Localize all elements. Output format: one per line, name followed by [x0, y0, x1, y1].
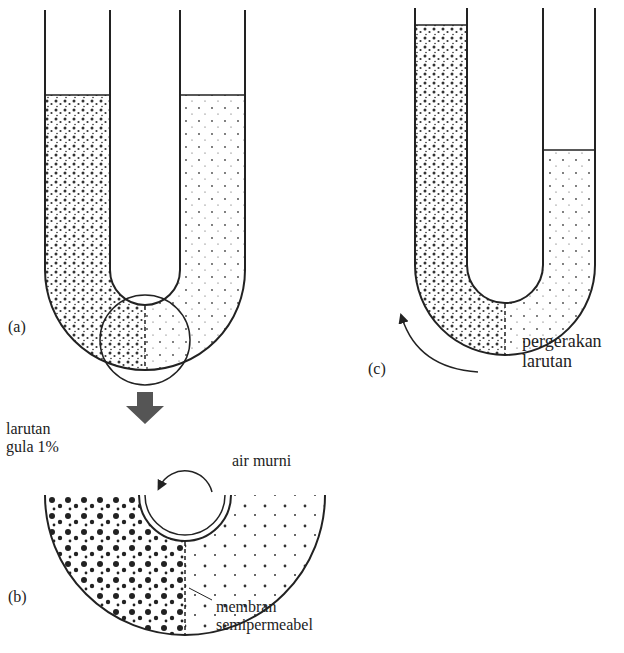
panel-letter: (c)	[368, 360, 386, 378]
fluid-level	[543, 149, 595, 151]
membrane	[504, 304, 506, 354]
sugar-solution	[415, 25, 505, 355]
tube-outer-wall	[45, 495, 325, 635]
membrane	[184, 542, 186, 634]
fluid-level	[415, 24, 467, 26]
zoom-view-b	[45, 471, 325, 635]
fluid-level	[180, 94, 245, 96]
u-tube-a	[45, 10, 245, 424]
u-tube-c	[402, 8, 595, 372]
solution-label: air murni	[232, 452, 291, 470]
fluid-level	[45, 94, 110, 96]
movement-arrow	[402, 318, 478, 372]
panel-letter: (a)	[8, 318, 26, 336]
sugar-solution	[45, 95, 145, 370]
tube-outer-wall	[45, 10, 245, 370]
tube-inner-wall	[467, 8, 543, 303]
movement-label: pergerakan larutan	[522, 332, 620, 372]
leader-line	[189, 588, 212, 600]
membrane	[144, 306, 146, 369]
pure-water	[505, 150, 595, 355]
membrane-label: membran semipermeabel	[216, 598, 336, 633]
tube-inner-wall	[145, 495, 225, 535]
tube-outer-wall	[415, 8, 595, 355]
tube-inner-wall	[110, 10, 180, 305]
panel-letter: (b)	[8, 588, 27, 606]
zoom-circle	[100, 295, 190, 385]
solution-label: larutan gula 1%	[6, 420, 70, 455]
flow-arrow	[160, 471, 212, 492]
pure-water	[145, 95, 245, 370]
tube-inner-wall	[139, 495, 231, 541]
zoom-arrow	[126, 392, 164, 424]
sugar-solution	[45, 495, 185, 635]
